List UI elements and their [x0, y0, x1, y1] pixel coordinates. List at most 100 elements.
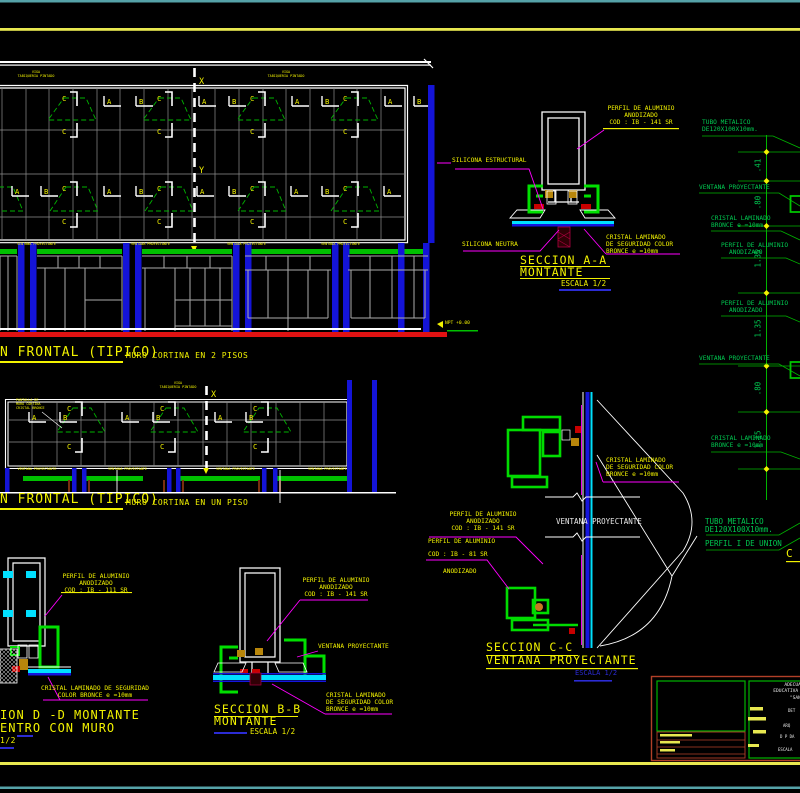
glass-line: [585, 392, 590, 648]
section-b-scale: ESCALA 1/2: [250, 727, 296, 736]
svg-text:A: A: [388, 97, 393, 106]
svg-text:B: B: [325, 187, 329, 196]
svg-text:C: C: [253, 404, 257, 413]
svg-text:C: C: [157, 94, 161, 103]
svg-text:B: B: [44, 187, 48, 196]
section-d-title: ION D -D MONTANTE: [0, 708, 140, 722]
svg-text:B: B: [232, 97, 236, 106]
label-silicona-neutra: SILICONA NEUTRA: [462, 241, 518, 248]
leader-lines: [437, 129, 680, 255]
elevation-one-story: C C C C C C A A A B B B X: [0, 380, 396, 503]
section-c-c-drawing: [426, 392, 698, 682]
wall-hatch: [0, 648, 18, 684]
glass-line: [213, 675, 326, 680]
label-cristal-laminado-dim: CRISTAL LAMINADO: [711, 215, 771, 222]
dimension-column: [699, 135, 800, 563]
panel-note: PANTALLA DE: [16, 398, 39, 402]
section-a-title: SECCION A-A: [520, 253, 608, 267]
marker-b: B: [139, 97, 143, 106]
svg-text:C: C: [343, 94, 347, 103]
label-ventana-proyectante: VENTANA PROYECTANTE: [699, 184, 770, 191]
svg-text:B: B: [325, 97, 329, 106]
svg-text:C: C: [157, 127, 161, 136]
svg-text:C: C: [250, 217, 254, 226]
svg-text:C: C: [160, 404, 164, 413]
svg-text:C: C: [62, 184, 66, 193]
section-c-scale: ESCALA 1/2: [575, 669, 618, 677]
section-c-title: SECCION C-C: [486, 640, 574, 654]
svg-text:B: B: [156, 413, 160, 422]
npt-arrow: [437, 321, 443, 328]
section-c-brackets: [70, 91, 359, 228]
label-perfil-union: PERFIL I DE UNION: [705, 539, 782, 548]
marker-c: C: [62, 94, 66, 103]
svg-text:C: C: [67, 404, 71, 413]
storefront-mullions: [18, 85, 435, 332]
svg-text:C: C: [160, 442, 164, 451]
cut-corner-title: C: [786, 547, 793, 560]
marker-a: A: [107, 97, 112, 106]
elevation-one-story-subtitle: MURO CORTINA EN UN PISO: [126, 498, 249, 507]
break-lines: [545, 492, 640, 542]
elevation-one-story-title: N FRONTAL (TIPICO): [0, 492, 159, 507]
svg-text:B: B: [63, 413, 67, 422]
section-b-b-drawing: [213, 567, 392, 734]
svg-text:C: C: [343, 127, 347, 136]
section-d-d-drawing: [0, 557, 148, 749]
svg-text:A: A: [218, 413, 223, 422]
svg-text:C: C: [343, 184, 347, 193]
projected-window-symbols: [0, 97, 380, 212]
svg-text:C: C: [62, 127, 66, 136]
svg-text:C: C: [62, 217, 66, 226]
axis-y-label: Y: [199, 166, 204, 176]
label-silicona-estructural: SILICONA ESTRUCTURAL: [452, 157, 527, 164]
svg-text:A: A: [125, 413, 130, 422]
section-ab-brackets: [11, 96, 431, 197]
svg-text:X: X: [211, 390, 217, 400]
titleblock-project-line: ADECUACION: [784, 683, 800, 688]
label-ventana-center: VENTANA PROYECTANTE: [556, 517, 642, 526]
svg-text:C: C: [157, 217, 161, 226]
elevation-two-story-subtitle: MURO CORTINA EN 2 PISOS: [126, 351, 249, 360]
section-a-a-drawing: [437, 111, 680, 291]
beam-note: VIGA: [31, 70, 41, 74]
ground-line: [0, 332, 447, 337]
tiny-window-tag: VENTANA PROYECTANTE: [17, 242, 56, 246]
elevation-two-story: C C C C C C C C C C C C C C C C A A A A …: [0, 68, 478, 337]
svg-text:C: C: [253, 442, 257, 451]
svg-text:A: A: [202, 97, 207, 106]
svg-text:C: C: [250, 184, 254, 193]
svg-text:C: C: [250, 127, 254, 136]
svg-text:C: C: [250, 94, 254, 103]
svg-text:A: A: [387, 187, 392, 196]
elevation-two-story-title: N FRONTAL (TIPICO): [0, 345, 159, 360]
title-block: [650, 675, 800, 762]
label-tubo-metalico: TUBO METALICO: [702, 119, 751, 126]
svg-text:A: A: [294, 187, 299, 196]
storefront-frames: [0, 255, 428, 331]
glass-line: [512, 221, 614, 224]
svg-text:A: A: [15, 187, 20, 196]
axis-x-label: X: [199, 77, 205, 87]
svg-text:A: A: [32, 413, 37, 422]
section-b-title: SECCION B-B: [214, 702, 302, 716]
npt-label: NPT +0.00: [445, 321, 470, 326]
svg-text:A: A: [107, 187, 112, 196]
label-ventana-b: VENTANA PROYECTANTE: [318, 643, 389, 650]
label-perfil-aluminio: PERFIL DE ALUMINIO: [607, 105, 675, 112]
svg-text:A: A: [295, 97, 300, 106]
svg-text:C: C: [67, 442, 71, 451]
svg-text:C: C: [343, 217, 347, 226]
section-a-scale: ESCALA 1/2: [561, 279, 607, 288]
one-story-mullions: [5, 380, 377, 492]
window-swing-lines: [596, 399, 698, 649]
label-cristal-laminado: CRISTAL LAMINADO: [606, 234, 666, 241]
svg-text:C: C: [157, 184, 161, 193]
svg-text:B: B: [417, 97, 421, 106]
svg-text:A: A: [200, 187, 205, 196]
svg-text:B: B: [232, 187, 236, 196]
svg-text:B: B: [139, 187, 143, 196]
